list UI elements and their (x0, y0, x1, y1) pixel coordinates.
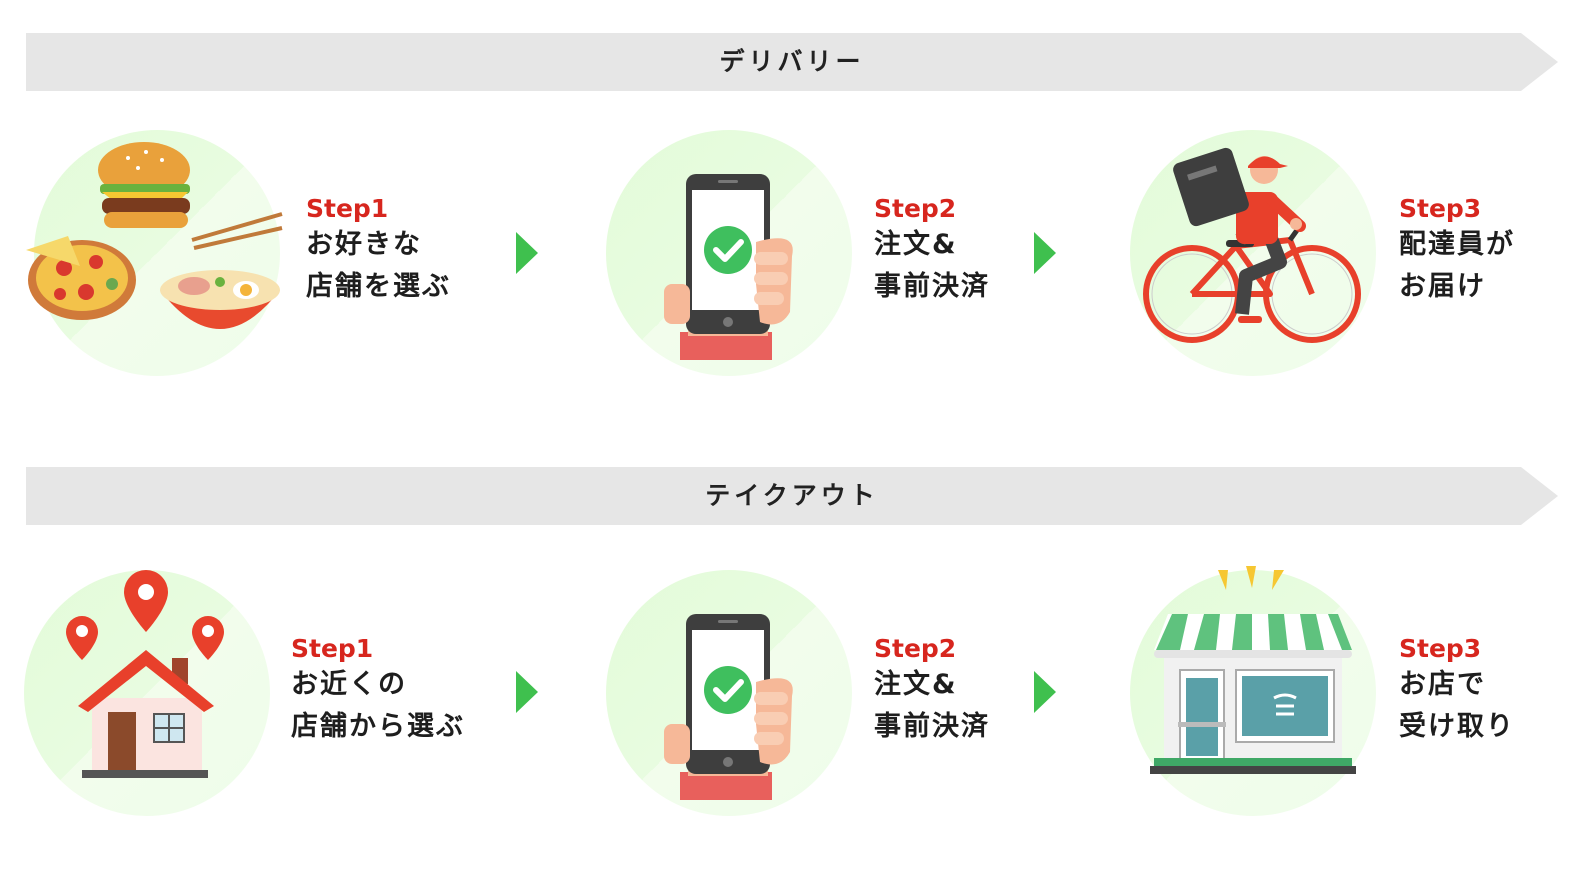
takeout-title: テイクアウト (705, 481, 879, 510)
step-line-1: 注文& (874, 229, 958, 260)
step-line-1: お近くの (291, 669, 407, 700)
step-text: Step2 注文& 事前決済 (874, 194, 990, 308)
food-icon (26, 142, 283, 329)
step-arrow-icon (1034, 671, 1056, 713)
step-text: Step1 お近くの 店舗から選ぶ (291, 634, 465, 748)
step-label: Step2 (874, 634, 957, 663)
step-label: Step3 (1399, 634, 1482, 663)
step-text: Step2 注文& 事前決済 (874, 634, 990, 748)
step-arrow-icon (1034, 232, 1056, 274)
step-label: Step1 (291, 634, 374, 663)
smartphone-check-icon (664, 614, 793, 800)
step-text: Step3 お店で 受け取り (1399, 634, 1515, 748)
step-label: Step3 (1399, 194, 1482, 223)
step-text: Step1 お好きな 店舗を選ぶ (306, 194, 451, 308)
takeout-banner: テイクアウト (26, 467, 1558, 525)
step-line-1: 注文& (874, 669, 958, 700)
step-label: Step2 (874, 194, 957, 223)
banner-arrow-shape (26, 33, 1558, 91)
step-arrow-icon (516, 671, 538, 713)
step-line-2: 店舗を選ぶ (306, 271, 451, 302)
delivery-title: デリバリー (719, 47, 865, 76)
step-line-2: 事前決済 (874, 711, 990, 742)
step-arrow-icon (516, 232, 538, 274)
step-label: Step1 (306, 194, 389, 223)
smartphone-check-icon (664, 174, 793, 360)
step-text: Step3 配達員が お届け (1399, 194, 1515, 308)
step-line-2: お届け (1399, 271, 1486, 302)
house-location-icon (66, 570, 224, 778)
step-line-2: 事前決済 (874, 271, 990, 302)
step-line-2: 店舗から選ぶ (291, 711, 465, 742)
storefront-icon (1150, 566, 1356, 774)
step-line-1: お好きな (306, 229, 422, 260)
step-line-2: 受け取り (1399, 711, 1515, 742)
delivery-banner: デリバリー (26, 33, 1558, 91)
delivery-bicycle-icon (1143, 147, 1361, 343)
banner-arrow-shape (26, 467, 1558, 525)
step-line-1: お店で (1399, 669, 1486, 700)
step-line-1: 配達員が (1399, 229, 1515, 260)
